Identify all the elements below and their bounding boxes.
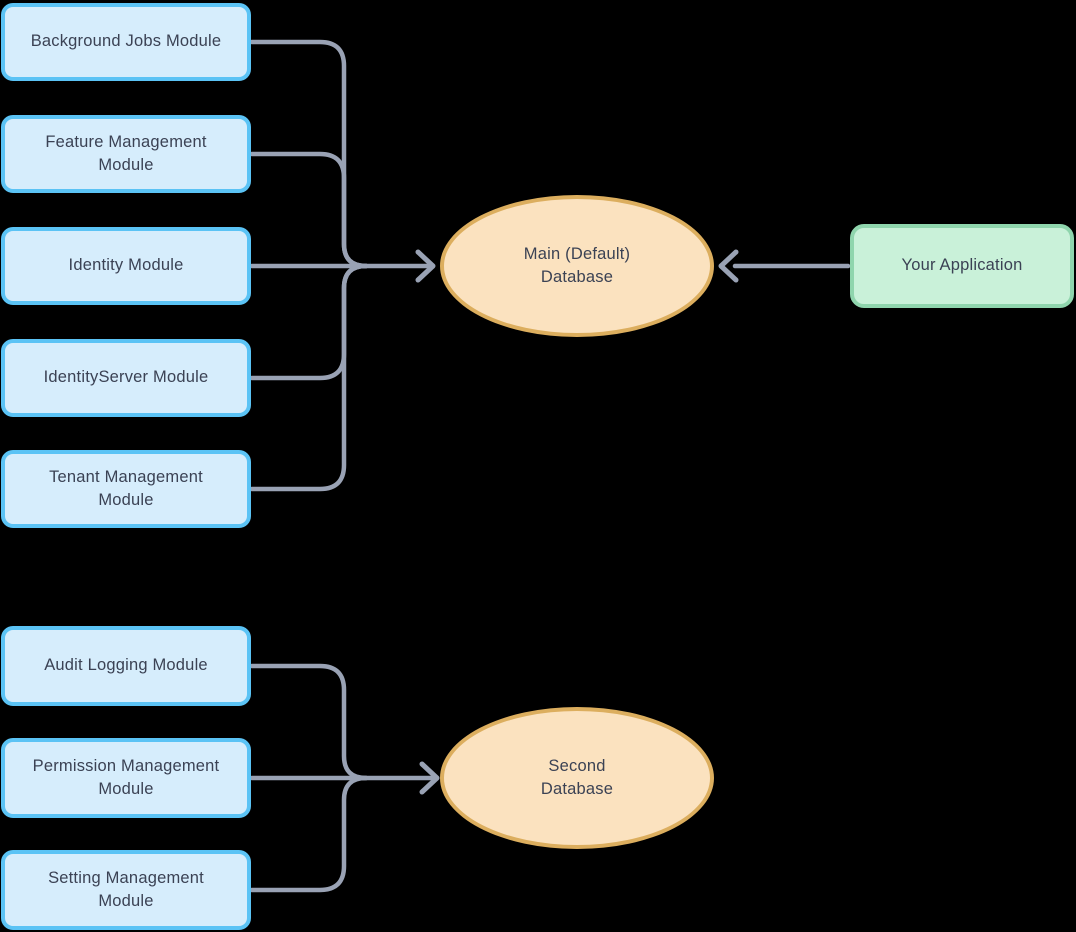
module-label: Module <box>98 491 154 509</box>
module-box-identity: Identity Module <box>1 227 251 305</box>
database-ellipse-second: Second Database <box>440 707 714 849</box>
connector-tenant-management <box>249 263 369 492</box>
arrow-head-application-icon <box>718 249 739 283</box>
module-label: Setting Management <box>48 868 204 887</box>
connector-identityserver <box>249 263 369 381</box>
module-box-feature-management: Feature Management Module <box>1 115 251 193</box>
module-box-audit-logging: Audit Logging Module <box>1 626 251 706</box>
database-ellipse-main: Main (Default) Database <box>440 195 714 337</box>
module-label: Identity Module <box>68 256 184 275</box>
module-label: Feature Management <box>45 132 207 151</box>
module-box-setting-management: Setting Management Module <box>1 850 251 930</box>
connector-audit-logging <box>249 663 369 781</box>
application-box: Your Application <box>850 224 1074 308</box>
module-box-permission-management: Permission Management Module <box>1 738 251 818</box>
module-label: Background Jobs Module <box>30 32 222 51</box>
connector-setting-management <box>249 775 369 893</box>
database-label: Database <box>540 780 614 798</box>
application-label: Your Application <box>901 256 1023 275</box>
module-box-tenant-management: Tenant Management Module <box>1 450 251 528</box>
module-label: Tenant Management <box>49 467 203 486</box>
arrow-head-main-db-icon <box>415 249 436 283</box>
module-box-background-jobs: Background Jobs Module <box>1 3 251 81</box>
connector-feature-management <box>249 151 369 269</box>
module-label: Module <box>98 780 154 798</box>
module-label: Module <box>98 156 154 174</box>
module-label: Audit Logging Module <box>44 656 208 675</box>
module-label: Permission Management <box>32 756 220 775</box>
database-label: Second <box>548 756 606 775</box>
module-box-identityserver: IdentityServer Module <box>1 339 251 417</box>
module-label: IdentityServer Module <box>43 368 209 387</box>
arrow-head-second-db-icon <box>419 761 440 795</box>
module-label: Module <box>98 892 154 910</box>
database-label: Database <box>540 268 614 286</box>
database-label: Main (Default) <box>523 244 631 263</box>
